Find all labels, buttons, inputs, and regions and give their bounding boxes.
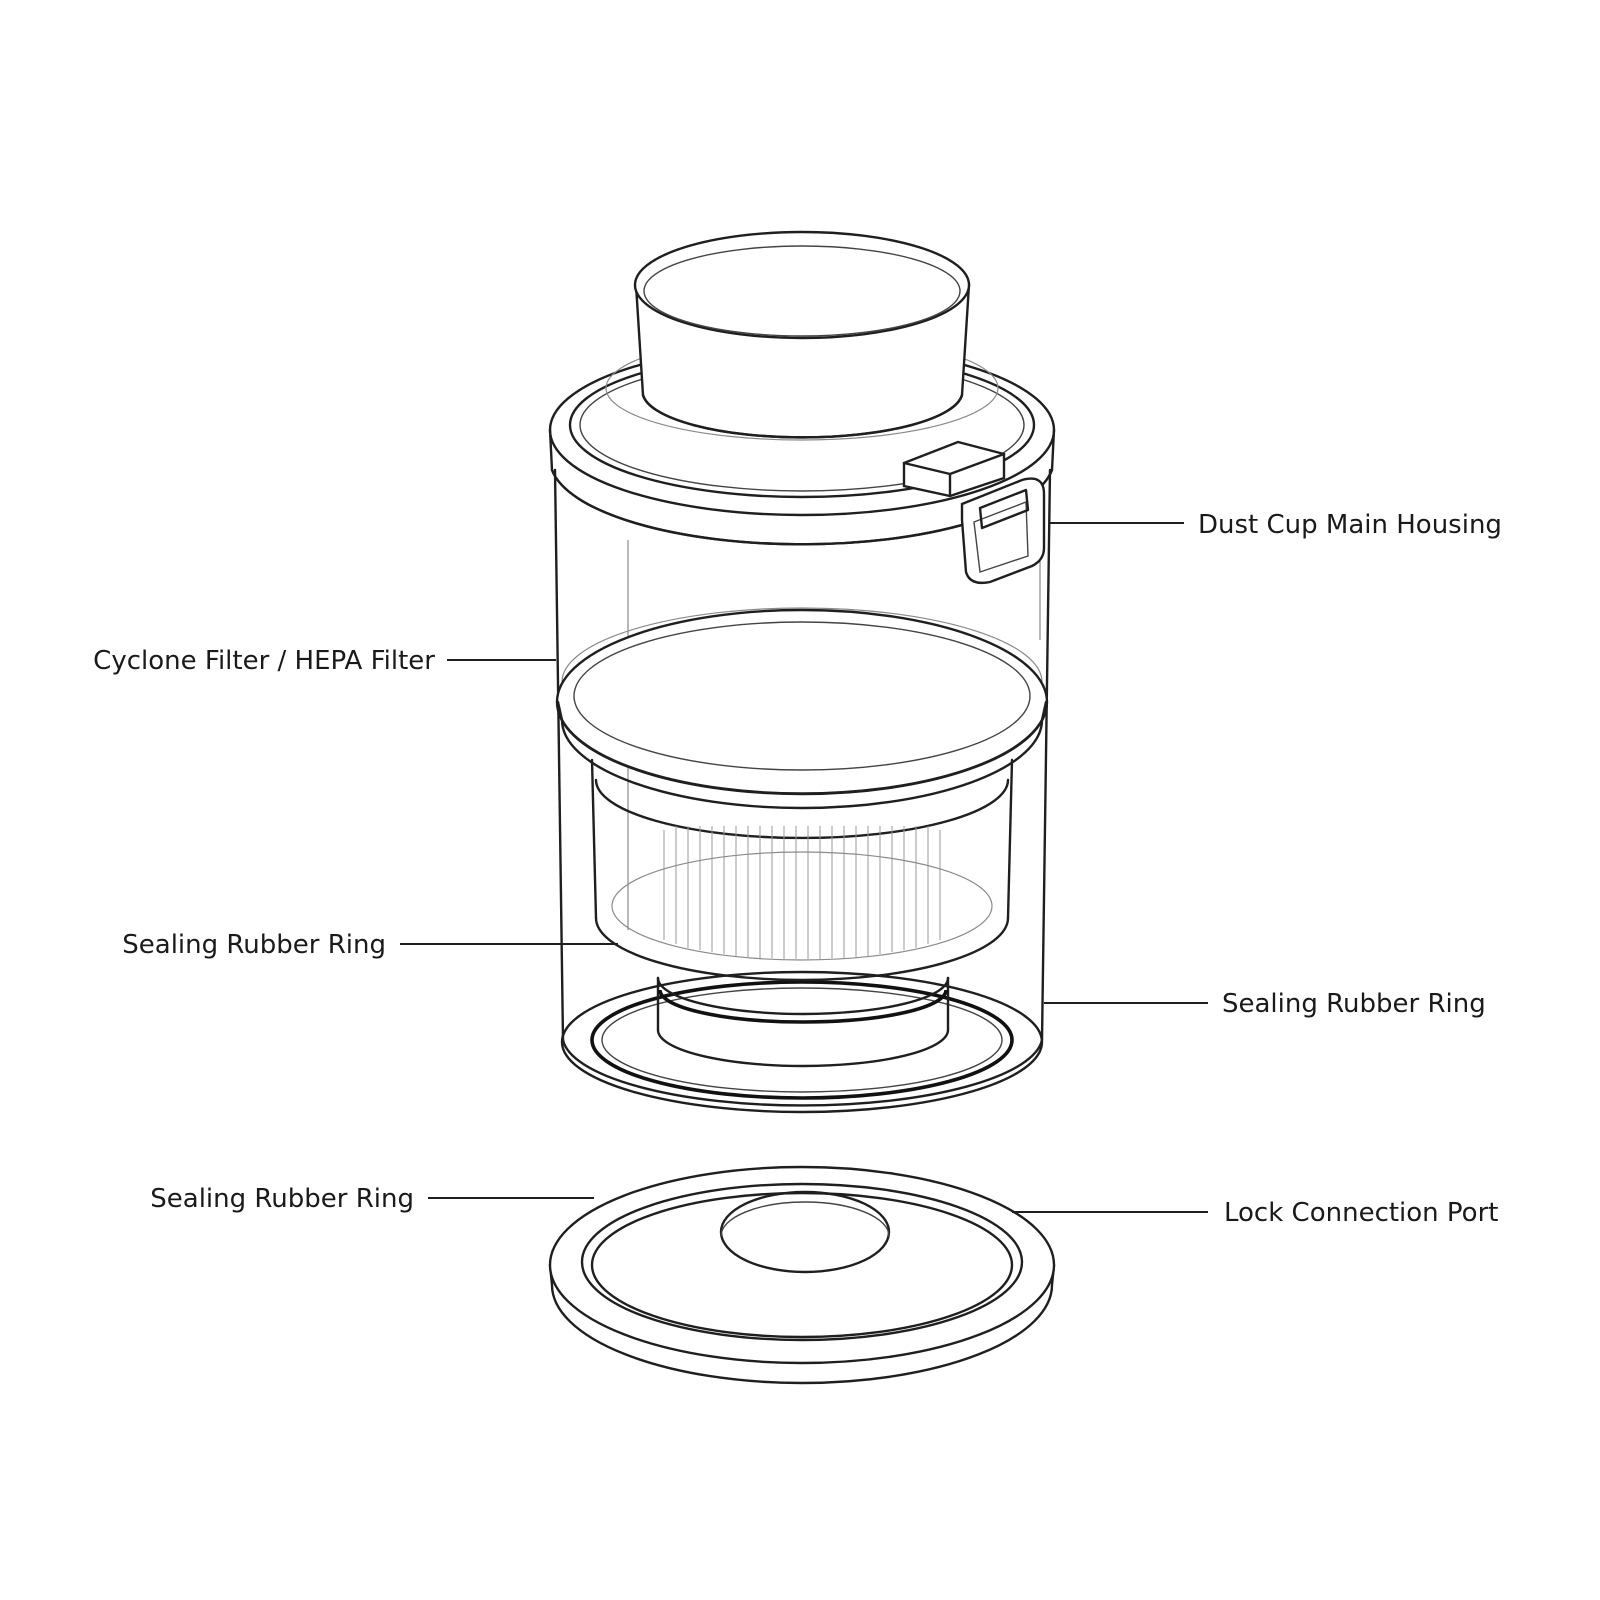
labels: Dust Cup Main Housing Cyclone Filter / H… [93,510,1502,1228]
leader-lines [400,522,1208,1213]
filter-pleats [663,826,941,959]
label-lock-connection-port: Lock Connection Port [1224,1198,1498,1228]
label-cyclone-filter: Cyclone Filter / HEPA Filter [93,646,435,676]
label-sealing-ring-right: Sealing Rubber Ring [1222,989,1486,1019]
label-sealing-ring-bottom: Sealing Rubber Ring [150,1184,414,1214]
bottom-base-plate [548,1165,1056,1385]
top-outlet-tube [633,230,971,439]
latch [902,440,1046,585]
cyclone-hepa-filter [555,607,1049,1068]
label-dust-cup-main-housing: Dust Cup Main Housing [1198,510,1502,540]
label-sealing-ring-left: Sealing Rubber Ring [122,930,386,960]
